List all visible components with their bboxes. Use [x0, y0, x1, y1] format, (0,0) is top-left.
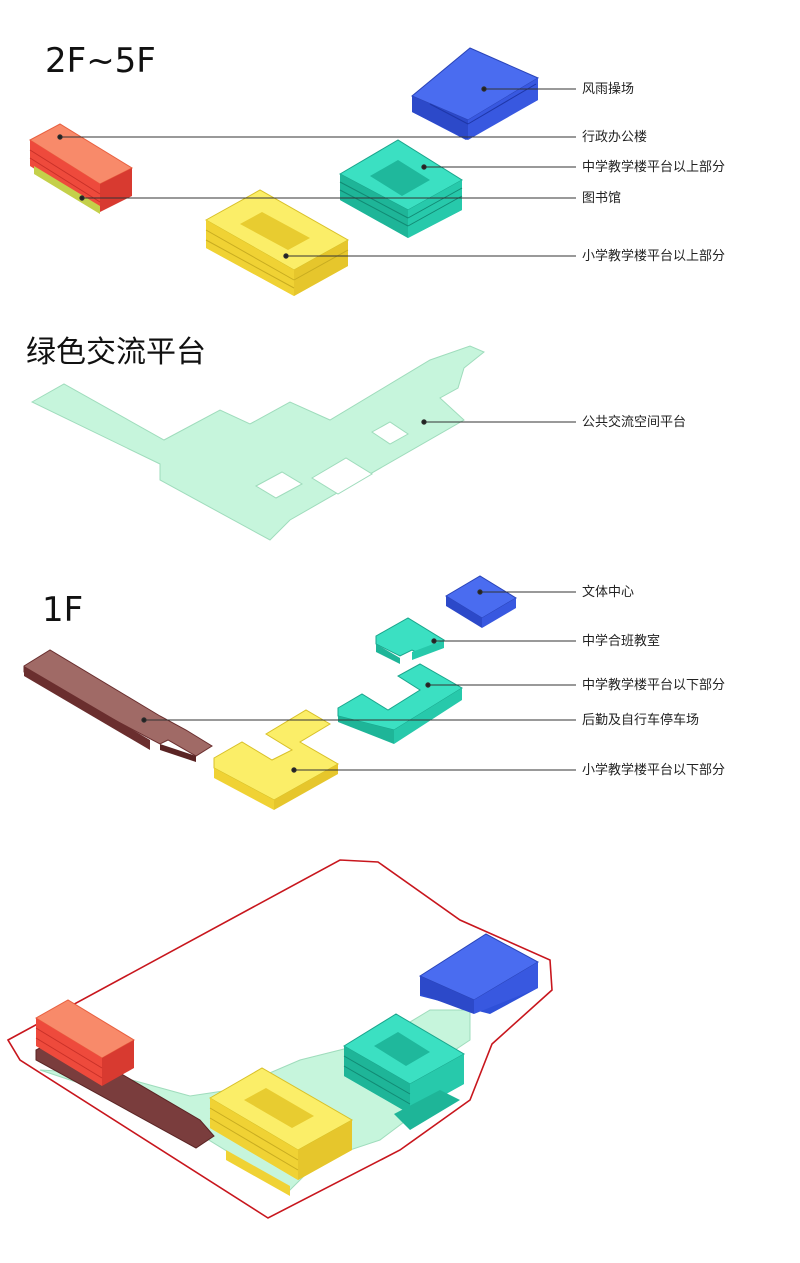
block-primary-school-lower — [213, 709, 340, 810]
block-middle-school-combined — [375, 617, 445, 664]
combined-middle-school — [343, 1013, 466, 1130]
combined-admin — [35, 999, 135, 1086]
label-admin-office: 行政办公楼 — [582, 130, 648, 145]
section-title-ground-floor: 1F — [42, 590, 84, 630]
block-middle-school-lower — [337, 663, 463, 744]
combined-primary-school — [209, 1067, 354, 1196]
leader-lines — [57, 86, 576, 773]
block-green-platform — [30, 345, 485, 541]
label-library: 图书馆 — [582, 191, 622, 206]
label-primary-school-lower: 小学教学楼平台以下部分 — [582, 763, 726, 778]
label-middle-school-combined: 中学合班教室 — [582, 634, 661, 649]
section-title-platform: 绿色交流平台 — [26, 335, 206, 370]
block-middle-school-upper — [338, 139, 463, 238]
label-middle-school-upper: 中学教学楼平台以上部分 — [582, 160, 726, 175]
block-logistics-parking — [23, 649, 213, 762]
block-wind-rain-field — [411, 47, 540, 140]
label-logistics-parking: 后勤及自行车停车场 — [582, 713, 700, 728]
combined-wind-rain-field — [418, 933, 540, 1014]
label-wind-rain-field: 风雨操场 — [582, 82, 635, 97]
block-primary-school-upper — [204, 189, 350, 296]
site-boundary — [6, 859, 553, 1219]
block-admin-office — [29, 123, 134, 214]
label-public-platform: 公共交流空间平台 — [582, 415, 687, 430]
section-title-upper-floors: 2F~5F — [45, 41, 156, 81]
label-culture-center: 文体中心 — [582, 585, 635, 600]
label-middle-school-lower: 中学教学楼平台以下部分 — [582, 678, 726, 693]
block-culture-center — [445, 575, 517, 628]
label-primary-school-upper: 小学教学楼平台以上部分 — [582, 249, 726, 264]
